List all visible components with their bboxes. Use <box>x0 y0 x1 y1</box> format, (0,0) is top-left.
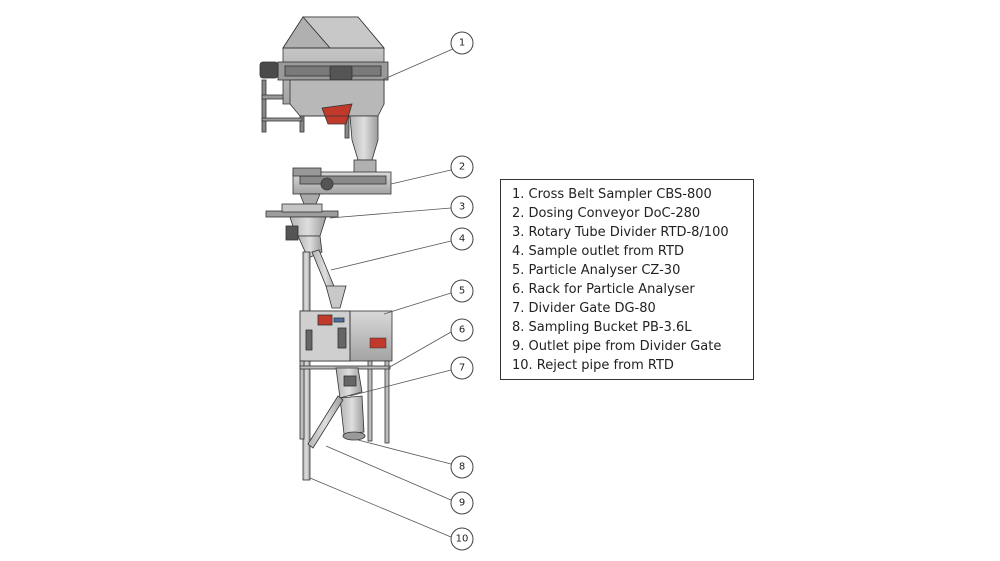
callout-circle <box>450 455 474 479</box>
callout-circle <box>450 227 474 251</box>
callout-7: 7 <box>450 356 474 380</box>
callout-circle <box>450 491 474 515</box>
legend-item: 7. Divider Gate DG-80 <box>512 301 656 316</box>
callout-circle <box>450 356 474 380</box>
legend-box: 1. Cross Belt Sampler CBS-800 2. Dosing … <box>500 179 754 380</box>
divider-gate <box>335 367 363 399</box>
callout-circle <box>450 279 474 303</box>
callout-6: 6 <box>450 318 474 342</box>
callout-number: 9 <box>459 498 465 509</box>
callout-number: 1 <box>459 38 465 49</box>
legend-item: 2. Dosing Conveyor DoC-280 <box>512 206 701 221</box>
callout-2: 2 <box>450 155 474 179</box>
callout-number: 10 <box>456 534 469 545</box>
callout-number: 5 <box>459 286 465 297</box>
legend-item: 9. Outlet pipe from Divider Gate <box>512 339 722 354</box>
dosing-conveyor <box>292 159 392 205</box>
legend-list: 1. Cross Belt Sampler CBS-800 2. Dosing … <box>512 185 753 375</box>
callout-10: 10 <box>450 527 474 551</box>
cross-belt-sampler <box>259 16 389 161</box>
rotary-tube-divider <box>265 203 339 259</box>
callout-number: 8 <box>459 462 465 473</box>
callout-number: 4 <box>459 234 465 245</box>
analyser-rack <box>299 360 391 444</box>
sample-outlet <box>311 249 347 309</box>
callout-number: 2 <box>459 162 465 173</box>
outlet-pipe <box>307 395 344 449</box>
callout-8: 8 <box>450 455 474 479</box>
callouts: 1 2 3 4 5 6 7 8 9 10 <box>450 31 474 551</box>
callout-number: 6 <box>459 325 465 336</box>
callout-number: 3 <box>459 202 465 213</box>
callout-circle <box>450 527 474 551</box>
callout-circle <box>450 195 474 219</box>
sampling-bucket <box>339 395 366 441</box>
legend-item: 3. Rotary Tube Divider RTD-8/100 <box>512 225 729 240</box>
callout-1: 1 <box>450 31 474 55</box>
legend-item: 8. Sampling Bucket PB-3.6L <box>512 320 692 335</box>
legend-item: 10. Reject pipe from RTD <box>512 358 674 373</box>
callout-5: 5 <box>450 279 474 303</box>
particle-analyser <box>299 310 393 362</box>
legend-item: 6. Rack for Particle Analyser <box>512 282 695 297</box>
callout-circle <box>450 31 474 55</box>
legend-item: 5. Particle Analyser CZ-30 <box>512 263 681 278</box>
leader-lines <box>309 47 456 538</box>
callout-circle <box>450 318 474 342</box>
legend-item: 1. Cross Belt Sampler CBS-800 <box>512 187 712 202</box>
callout-number: 7 <box>459 363 465 374</box>
callout-4: 4 <box>450 227 474 251</box>
callout-9: 9 <box>450 491 474 515</box>
callout-circle <box>450 155 474 179</box>
callout-3: 3 <box>450 195 474 219</box>
legend-item: 4. Sample outlet from RTD <box>512 244 684 259</box>
